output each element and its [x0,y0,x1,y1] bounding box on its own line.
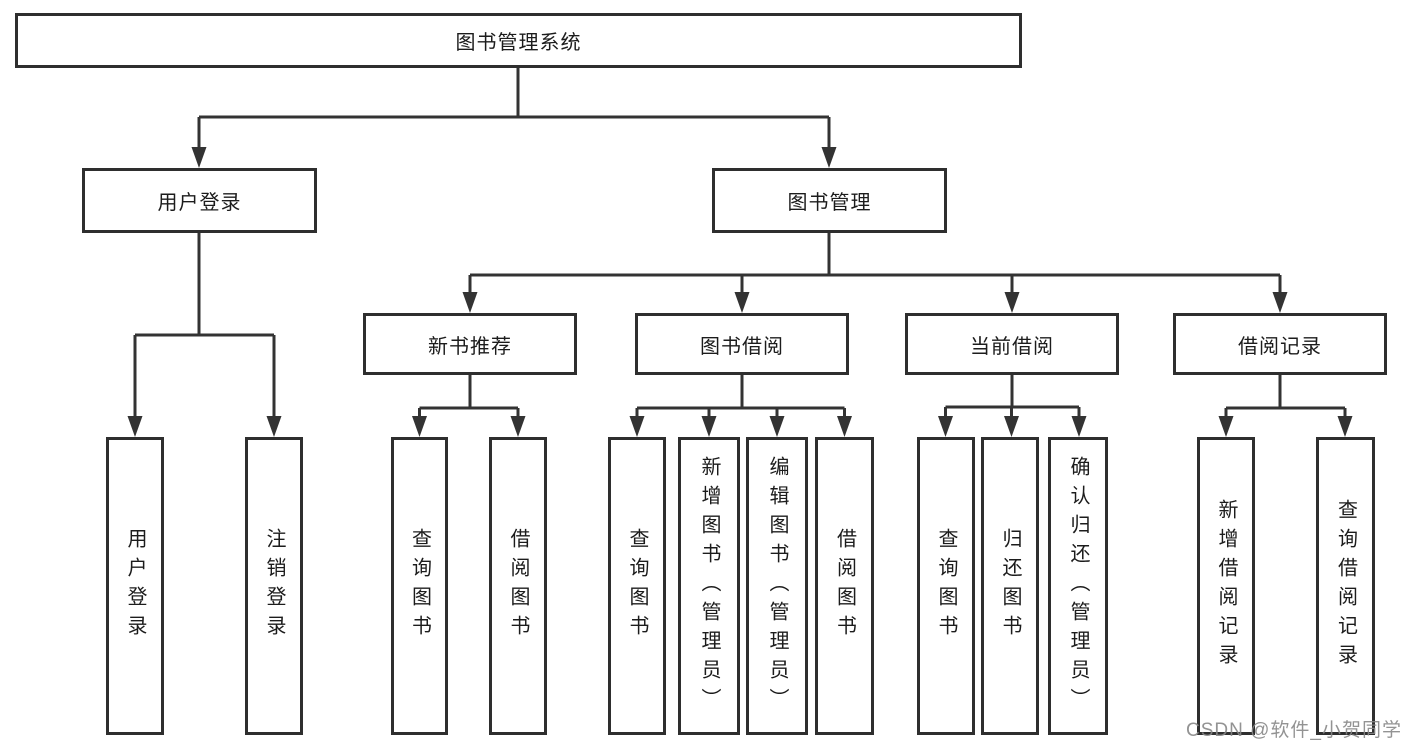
node-root: 图书管理系统 [15,13,1022,68]
csdn-watermark: CSDN @软件_小贺同学 [1186,720,1402,741]
node-book-management: 图书管理 [712,168,947,233]
node-user-login: 用户登录 [82,168,317,233]
node-borrow-records: 借阅记录 [1173,313,1387,375]
leaf-query-borrow-record: 查询借阅记录 [1316,437,1375,735]
leaf-user-login: 用户登录 [106,437,164,735]
leaf-current-query-books: 查询图书 [917,437,975,735]
leaf-borrow-borrow-books: 借阅图书 [815,437,874,735]
leaf-recommend-query-books: 查询图书 [391,437,448,735]
arrowheads [127,147,1353,437]
node-new-book-recommend: 新书推荐 [363,313,577,375]
leaf-confirm-return-admin: 确认归还（管理员） [1048,437,1108,735]
leaf-return-book: 归还图书 [981,437,1039,735]
leaf-recommend-borrow-books: 借阅图书 [489,437,547,735]
leaf-edit-book-admin: 编辑图书（管理员） [746,437,808,735]
connector-path [133,68,1347,421]
node-book-borrow: 图书借阅 [635,313,849,375]
leaf-logout: 注销登录 [245,437,303,735]
leaf-add-borrow-record: 新增借阅记录 [1197,437,1255,735]
node-current-borrow: 当前借阅 [905,313,1119,375]
leaf-add-book-admin: 新增图书（管理员） [678,437,740,735]
leaf-borrow-query-books: 查询图书 [608,437,666,735]
